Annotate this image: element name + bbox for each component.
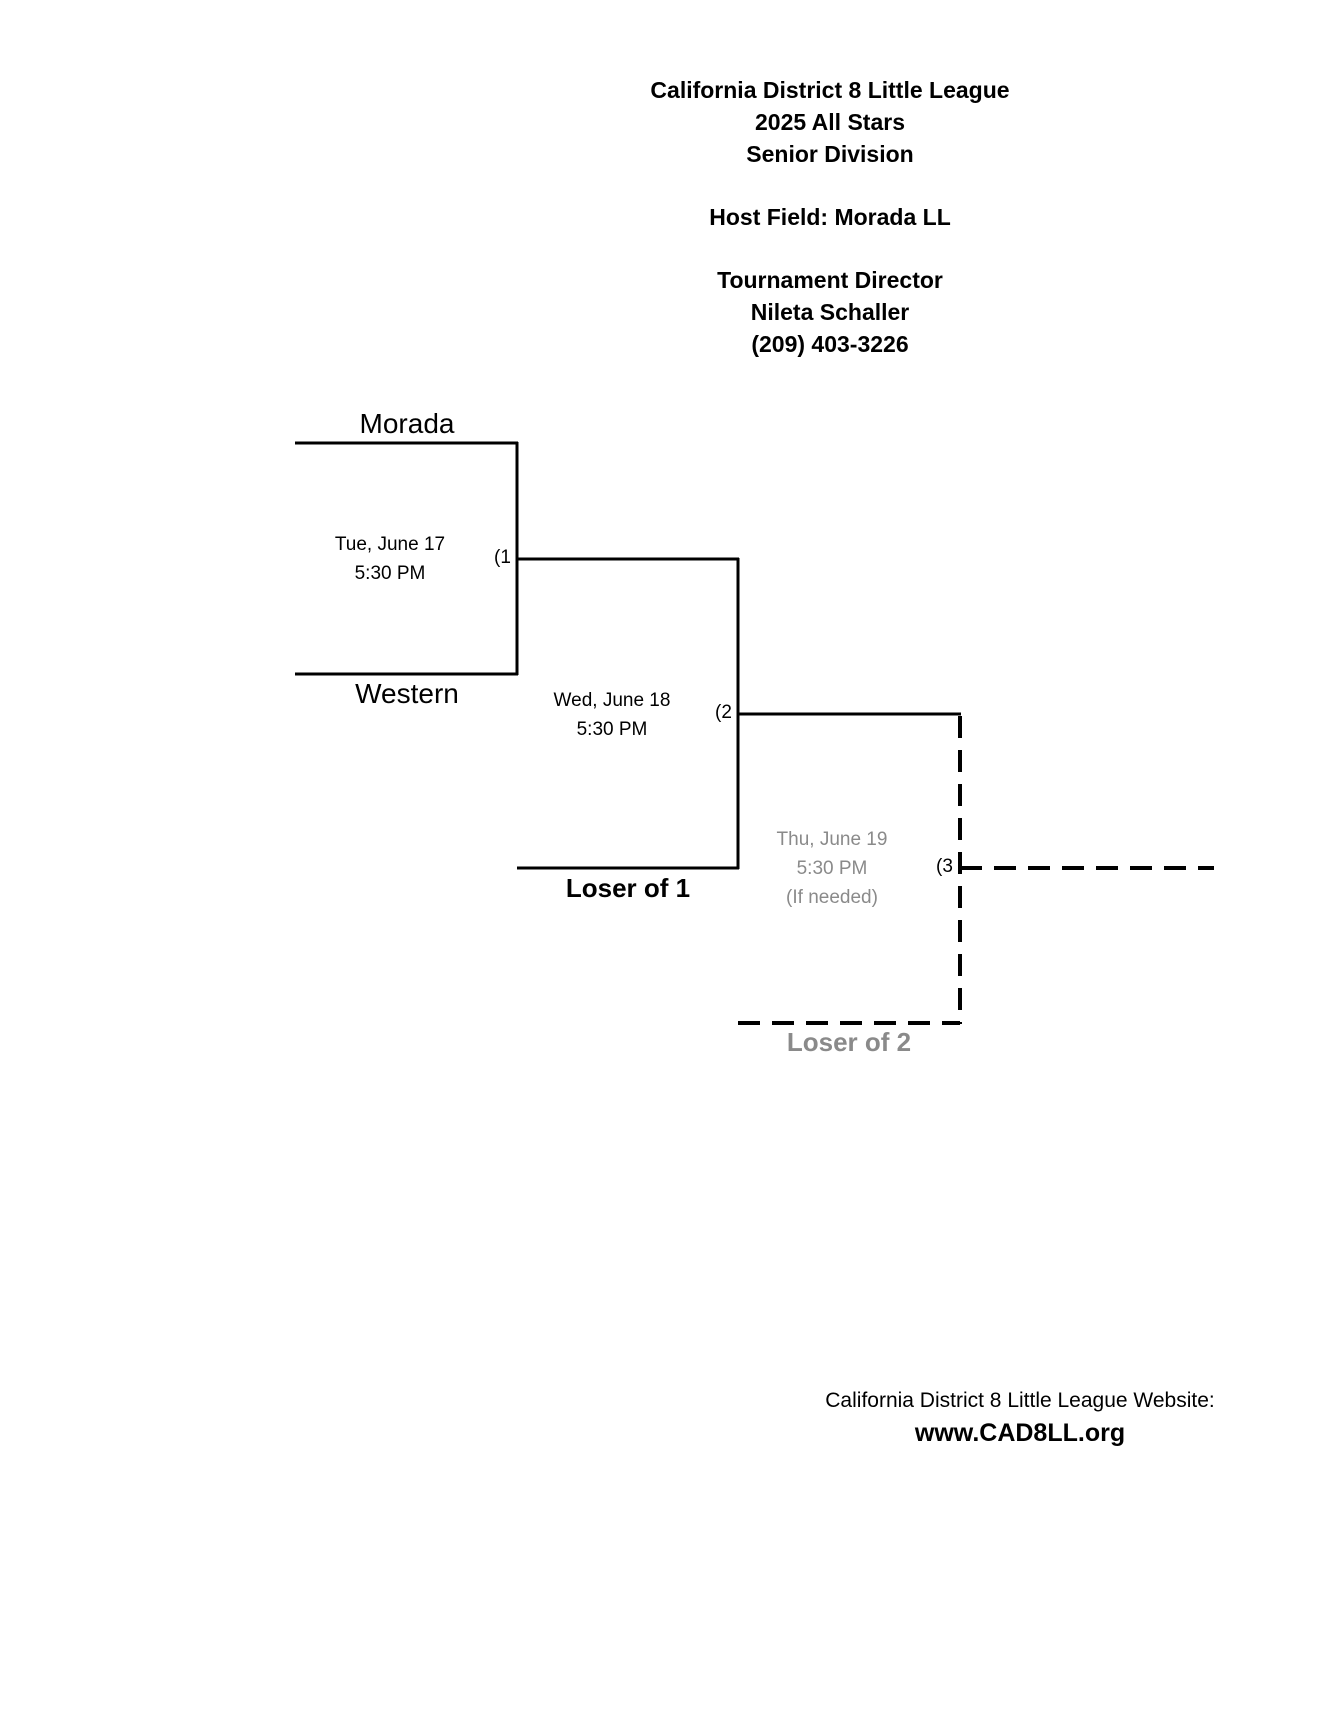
website-label: California District 8 Little League Webs… — [825, 1389, 1215, 1412]
game3-number: (3 — [936, 856, 953, 877]
director-phone: (209) 403-3226 — [751, 331, 909, 357]
director-label: Tournament Director — [717, 267, 943, 293]
event-title: 2025 All Stars — [754, 109, 906, 135]
game2-number: (2 — [715, 702, 732, 723]
game3-date: Thu, June 19 — [776, 829, 888, 850]
league-title: California District 8 Little League — [650, 77, 1010, 103]
game2-date: Wed, June 18 — [553, 690, 671, 711]
game1-number: (1 — [494, 547, 511, 568]
game1-date: Tue, June 17 — [334, 534, 446, 555]
game3-schedule: Thu, June 19 5:30 PM (If needed) — [752, 825, 912, 912]
website-link[interactable]: www.CAD8LL.org — [914, 1419, 1126, 1447]
game1-schedule: Tue, June 17 5:30 PM — [310, 530, 470, 588]
footer-block: California District 8 Little League Webs… — [800, 1386, 1240, 1450]
host-field: Host Field: Morada LL — [709, 204, 951, 230]
loser-of-2-label: Loser of 2 — [786, 1027, 912, 1057]
game2-time: 5:30 PM — [576, 719, 648, 740]
game3-note: (If needed) — [786, 887, 878, 908]
team-morada: Morada — [359, 408, 455, 439]
loser-of-1-label: Loser of 1 — [565, 873, 691, 903]
game3-time: 5:30 PM — [796, 858, 868, 879]
header-block: California District 8 Little League 2025… — [560, 74, 1100, 360]
division-title: Senior Division — [746, 141, 914, 167]
team-western: Western — [355, 678, 459, 709]
director-name: Nileta Schaller — [750, 299, 910, 325]
game2-schedule: Wed, June 18 5:30 PM — [532, 686, 692, 744]
game1-time: 5:30 PM — [354, 563, 426, 584]
